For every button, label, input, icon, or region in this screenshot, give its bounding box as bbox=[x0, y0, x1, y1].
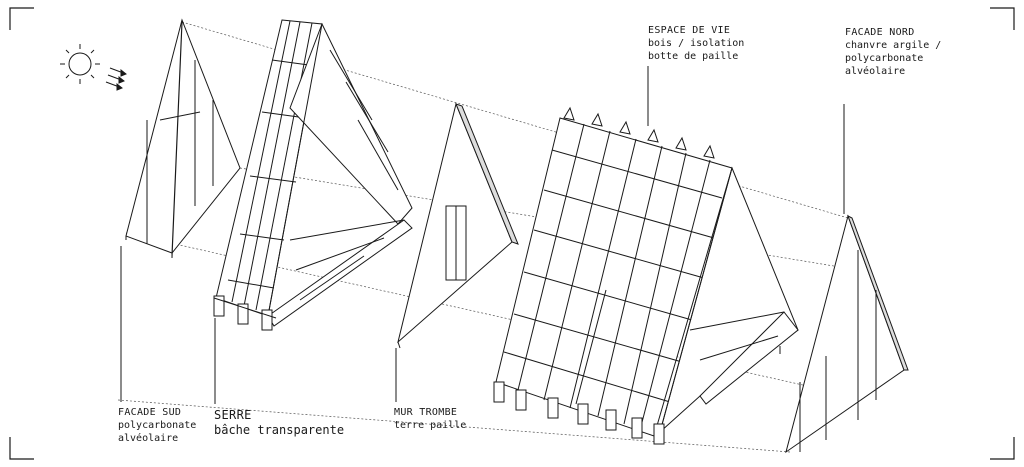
sun-rays-arrows-icon bbox=[105, 67, 127, 91]
corner-marks bbox=[9, 7, 1015, 460]
facade-nord-panel bbox=[785, 214, 909, 454]
label-espace-de-vie-title: ESPACE DE VIE bbox=[648, 25, 731, 36]
sun-icon bbox=[60, 44, 100, 84]
label-facade-sud-title: FACADE SUD bbox=[118, 407, 182, 418]
label-mur-trombe-title: MUR TROMBE bbox=[394, 407, 458, 418]
label-facade-nord-line: chanvre argile / bbox=[845, 40, 942, 51]
espace-de-vie-module bbox=[493, 106, 799, 445]
label-facade-nord-line: alvéolaire bbox=[845, 66, 906, 77]
mur-trombe-panel bbox=[397, 102, 519, 349]
label-facade-nord-line: polycarbonate bbox=[845, 53, 924, 64]
label-mur-trombe-line: terre paille bbox=[394, 420, 467, 431]
label-facade-sud-line: alvéolaire bbox=[118, 433, 179, 444]
label-mur-trombe: MUR TROMBE terre paille bbox=[394, 406, 466, 432]
label-facade-sud-line: polycarbonate bbox=[118, 420, 197, 431]
label-facade-nord-title: FACADE NORD bbox=[845, 27, 915, 38]
serre-frame bbox=[213, 19, 413, 331]
label-serre-line: bâche transparente bbox=[214, 423, 345, 437]
label-serre-title: SERRE bbox=[214, 408, 252, 422]
leader-lines bbox=[120, 66, 845, 404]
label-facade-nord: FACADE NORD chanvre argile / polycarbona… bbox=[845, 26, 941, 78]
label-espace-de-vie-line: bois / isolation bbox=[648, 38, 745, 49]
label-serre: SERRE bâche transparente bbox=[214, 408, 344, 438]
facade-sud-panel bbox=[125, 18, 241, 259]
label-espace-de-vie-line: botte de paille bbox=[648, 51, 739, 62]
label-facade-sud: FACADE SUD polycarbonate alvéolaire bbox=[118, 406, 196, 445]
label-espace-de-vie: ESPACE DE VIE bois / isolation botte de … bbox=[648, 24, 744, 63]
